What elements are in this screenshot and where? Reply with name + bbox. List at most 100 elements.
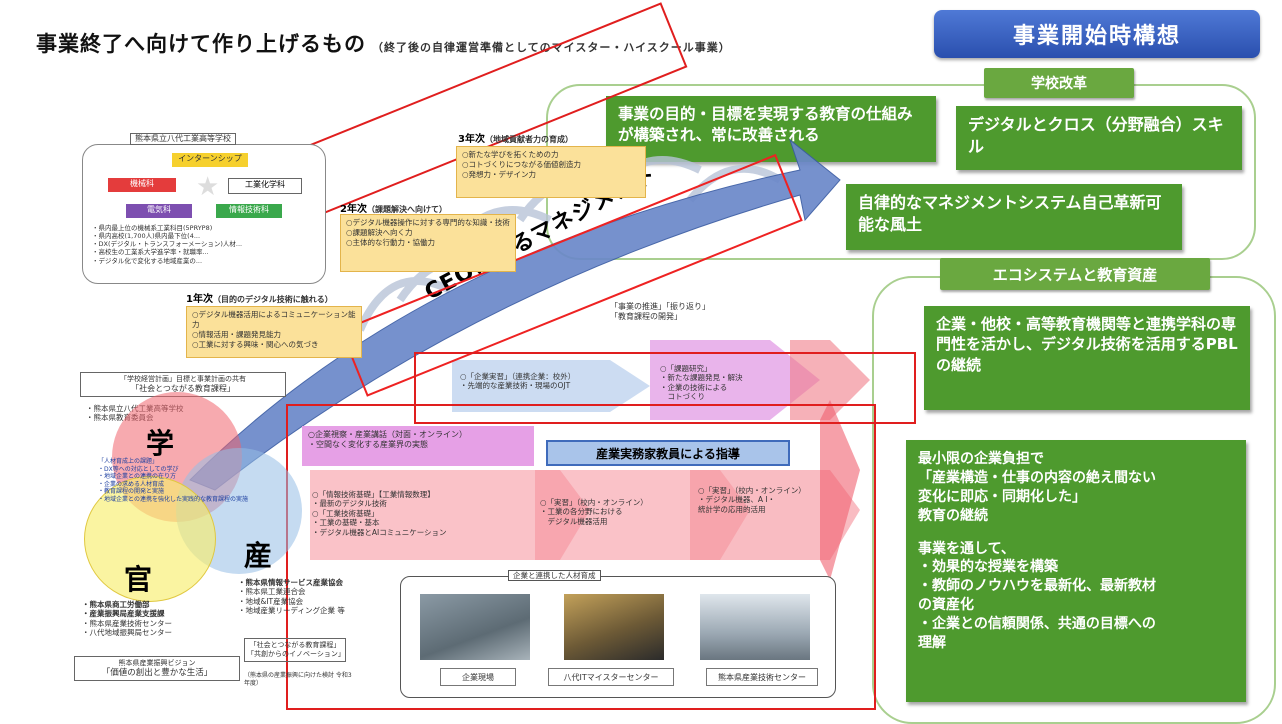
photo-label-2: 八代ITマイスターセンター <box>548 668 674 686</box>
year2-box: ○デジタル機器操作に対する専門的な知識・技術 ○課題解決へ向く力 ○主体的な行動… <box>340 214 516 272</box>
year1-label: 1年次 <box>186 294 213 305</box>
san-char: 産 <box>244 539 273 572</box>
eco-header: エコシステムと教育資産 <box>940 258 1210 290</box>
eco-line: 最小限の企業負担で <box>918 451 1044 467</box>
page-title: 事業終了へ向けて作り上げるもの（終了後の自律運営準備としてのマイスター・ハイスク… <box>36 28 731 58</box>
school-reform-main-box: 事業の目的・目標を実現する教育の仕組みが構築され、常に改善される <box>606 96 936 162</box>
sector-mid-note: ・地域企業との連携を強化した実践的な教育課程の実施 <box>98 495 248 503</box>
sector-mid-note: 「人材育成上の課題」 <box>98 458 159 465</box>
star-icon: ★ <box>196 172 220 202</box>
year2-item: ○課題解決へ向く力 <box>346 228 413 238</box>
year2-item: ○デジタル機器操作に対する専門的な知識・技術 <box>346 218 510 227</box>
year2-item: ○主体的な行動力・協働力 <box>346 238 436 248</box>
machine-tag: 機械科 <box>108 178 176 192</box>
year2-label: 2年次 <box>340 204 367 215</box>
chem-tag: 工業化学科 <box>228 178 302 194</box>
year3-sub: （地域貢献者力の育成） <box>484 135 573 144</box>
kan-item: ・熊本県産業技術センター <box>82 618 172 628</box>
school-note: ・高校生の工業系大学進学率・就職率... <box>92 248 209 257</box>
factory-photo <box>420 594 530 660</box>
innovation-title: 「社会とつながる教育課程」 <box>249 641 341 649</box>
eco-line: ・教師のノウハウを最新化、最新教材 <box>918 578 1156 595</box>
building-photo <box>700 594 810 660</box>
san-list: ・熊本県情報サービス産業協会 ・熊本県工業連合会 ・地域&IT産業協会 ・地域産… <box>238 578 345 616</box>
year3-heading: 3年次（地域貢献者力の育成） <box>458 130 573 145</box>
school-note: ・県内最上位の機械系工業科目(5PRYP8) <box>92 224 213 232</box>
year3-item: ○コトづくりにつながる価値創造力 <box>462 160 582 170</box>
chevron-shape <box>690 470 860 560</box>
mid-note: 「事業の推進」「振り返り」 <box>610 302 710 311</box>
innovation-text: 「共創からのイノベーション」 <box>247 649 345 658</box>
chevron-shape <box>650 340 820 420</box>
flow-top2: ○「課題研究」 ・新たな課題発見・解決 ・企業の技術による コトづくり <box>660 364 743 402</box>
school-notes: ・県内最上位の機械系工業科目(5PRYP8) ・県内高校(1,700人)県内最下… <box>92 224 318 265</box>
san-item: ・熊本県情報サービス産業協会 <box>238 578 343 587</box>
highlight-frame-3 <box>414 352 916 424</box>
sector-mid-notes: 「人材育成上の課題」 ・DX等への対応としての学び ・地域企業との連携の在り方 … <box>98 458 288 503</box>
gaku-item: ・熊本県教育委員会 <box>86 413 154 423</box>
flow-course3: ○「実習」（校内・オンライン） ・デジタル機器、A I・ 統計学の応用的活用 <box>698 486 806 514</box>
year3-item: ○新たな学びを拓くための力 <box>462 150 559 159</box>
year2-sub: （課題解決へ向けて） <box>366 205 447 214</box>
eco-line: ・企業との信頼関係、共通の目標への <box>918 616 1156 633</box>
san-item: ・地域&IT産業協会 <box>238 596 304 606</box>
sector-mid-note: ・地域企業との連携の在り方 <box>98 473 176 480</box>
photos-title: 企業と連携した人材育成 <box>508 570 601 582</box>
year1-sub: （目的のデジタル技術に触れる） <box>212 295 333 304</box>
title-text: 事業終了へ向けて作り上げるもの <box>36 32 366 56</box>
highlight-frame-4 <box>286 404 876 710</box>
gaku-char: 学 <box>146 427 175 460</box>
kan-item: ・八代地域振興局センター <box>82 628 172 638</box>
eco-line: ・効果的な授業を構築 <box>918 559 1058 576</box>
flow-top1: ○「企業実習」（連携企業：校外） ・先端的な産業技術・現場のOJT <box>460 372 576 391</box>
eco-line: 理解 <box>918 635 946 652</box>
vision-box: 熊本県産業振興ビジョン 「価値の創出と豊かな生活」 <box>74 656 240 682</box>
flow-course2: ○「実習」（校内・オンライン） ・工業の各分野における デジタル機器活用 <box>540 498 648 526</box>
vision-text: 「価値の創出と豊かな生活」 <box>101 667 213 678</box>
mid-notes: 「事業の推進」「振り返り」 「教育課程の開発」 <box>610 302 710 322</box>
san-item: ・地域産業リーディング企業 等 <box>238 606 345 616</box>
school-note: ・県内高校(1,700人)県内最下位(4... <box>92 232 201 241</box>
kan-char: 官 <box>124 563 153 596</box>
year1-item: ○情報活用・課題発見能力 <box>192 330 282 340</box>
chevron-shape <box>310 470 590 560</box>
school-name: 熊本県立八代工業高等学校 <box>130 133 236 145</box>
school-note: ・デジタル化で変化する地域産業の... <box>92 256 203 265</box>
sector-mid-note: ・教育課程の開発と実施 <box>98 488 165 495</box>
flow-course1: ○「情報技術基礎」【工業情報数理】 ・最新のデジタル技術 ○「工業技術基礎」 ・… <box>312 490 447 537</box>
plan-badge: 事業開始時構想 <box>934 10 1260 58</box>
innovation-box: 「社会とつながる教育課程」 「共創からのイノベーション」 <box>244 638 346 662</box>
eco-pbl-box: 企業・他校・高等教育機関等と連携学科の専門性を活かし、デジタル技術を活用するPB… <box>924 306 1250 410</box>
innovation-note: （熊本県の産業振興に向けた検討 令和3年度） <box>244 672 352 687</box>
school-reform-header: 学校改革 <box>984 68 1134 98</box>
kan-list: ・熊本県商工労働部 ・産業振興局産業支援課 ・熊本県産業技術センター ・八代地域… <box>82 600 172 638</box>
sector-left-note: 「学校経営計画」目標と事業計画の共有 <box>120 375 246 383</box>
year1-item: ○工業に対する興味・関心への気づき <box>192 340 319 350</box>
chevron-shape <box>790 340 870 420</box>
year1-heading: 1年次（目的のデジタル技術に触れる） <box>186 290 333 305</box>
eco-line: の資産化 <box>918 597 974 614</box>
sector-mid-note: ・企業の求める人材育成 <box>98 480 165 488</box>
year1-item: ○デジタル機器活用によるコミュニケーション能力 <box>192 310 356 330</box>
eco-line: 教育の継続 <box>918 507 988 524</box>
photo-label-3: 熊本県産業技術センター <box>706 668 818 686</box>
year3-box: ○新たな学びを拓くための力 ○コトづくりにつながる価値創造力 ○発想力・デザイン… <box>456 146 646 198</box>
school-box <box>82 144 326 284</box>
eco-line: 事業を通して、 <box>918 540 1015 557</box>
denki-tag: 電気科 <box>126 204 192 218</box>
mid-note: 「教育課程の開発」 <box>610 312 682 321</box>
sector-left-title: 「社会とつながる教育課程」 <box>131 383 235 393</box>
kan-circle <box>84 476 216 602</box>
flow-pink: ○企業視察・産業講話（対面・オンライン） ・空間なく変化する産業界の実態 <box>302 426 534 466</box>
san-item: ・熊本県工業連合会 <box>238 587 306 597</box>
vision-title: 熊本県産業振興ビジョン <box>118 659 196 667</box>
management-system-box: 自律的なマネジメントシステム自己革新可能な風土 <box>846 184 1182 250</box>
eco-line: 変化に即応・同期化した」 <box>918 488 1086 505</box>
year3-label: 3年次 <box>458 134 485 145</box>
eco-line: 「産業構造・仕事の内容の絶え間ない <box>918 469 1156 486</box>
eco-education-box: 最小限の企業負担で 「産業構造・仕事の内容の絶え間ない 変化に即応・同期化した」… <box>906 440 1246 702</box>
center-photo <box>564 594 664 660</box>
sector-mid-note: ・DX等への対応としての学び <box>98 465 179 473</box>
flow-blue-title: 産業実務家教員による指導 <box>546 440 790 466</box>
